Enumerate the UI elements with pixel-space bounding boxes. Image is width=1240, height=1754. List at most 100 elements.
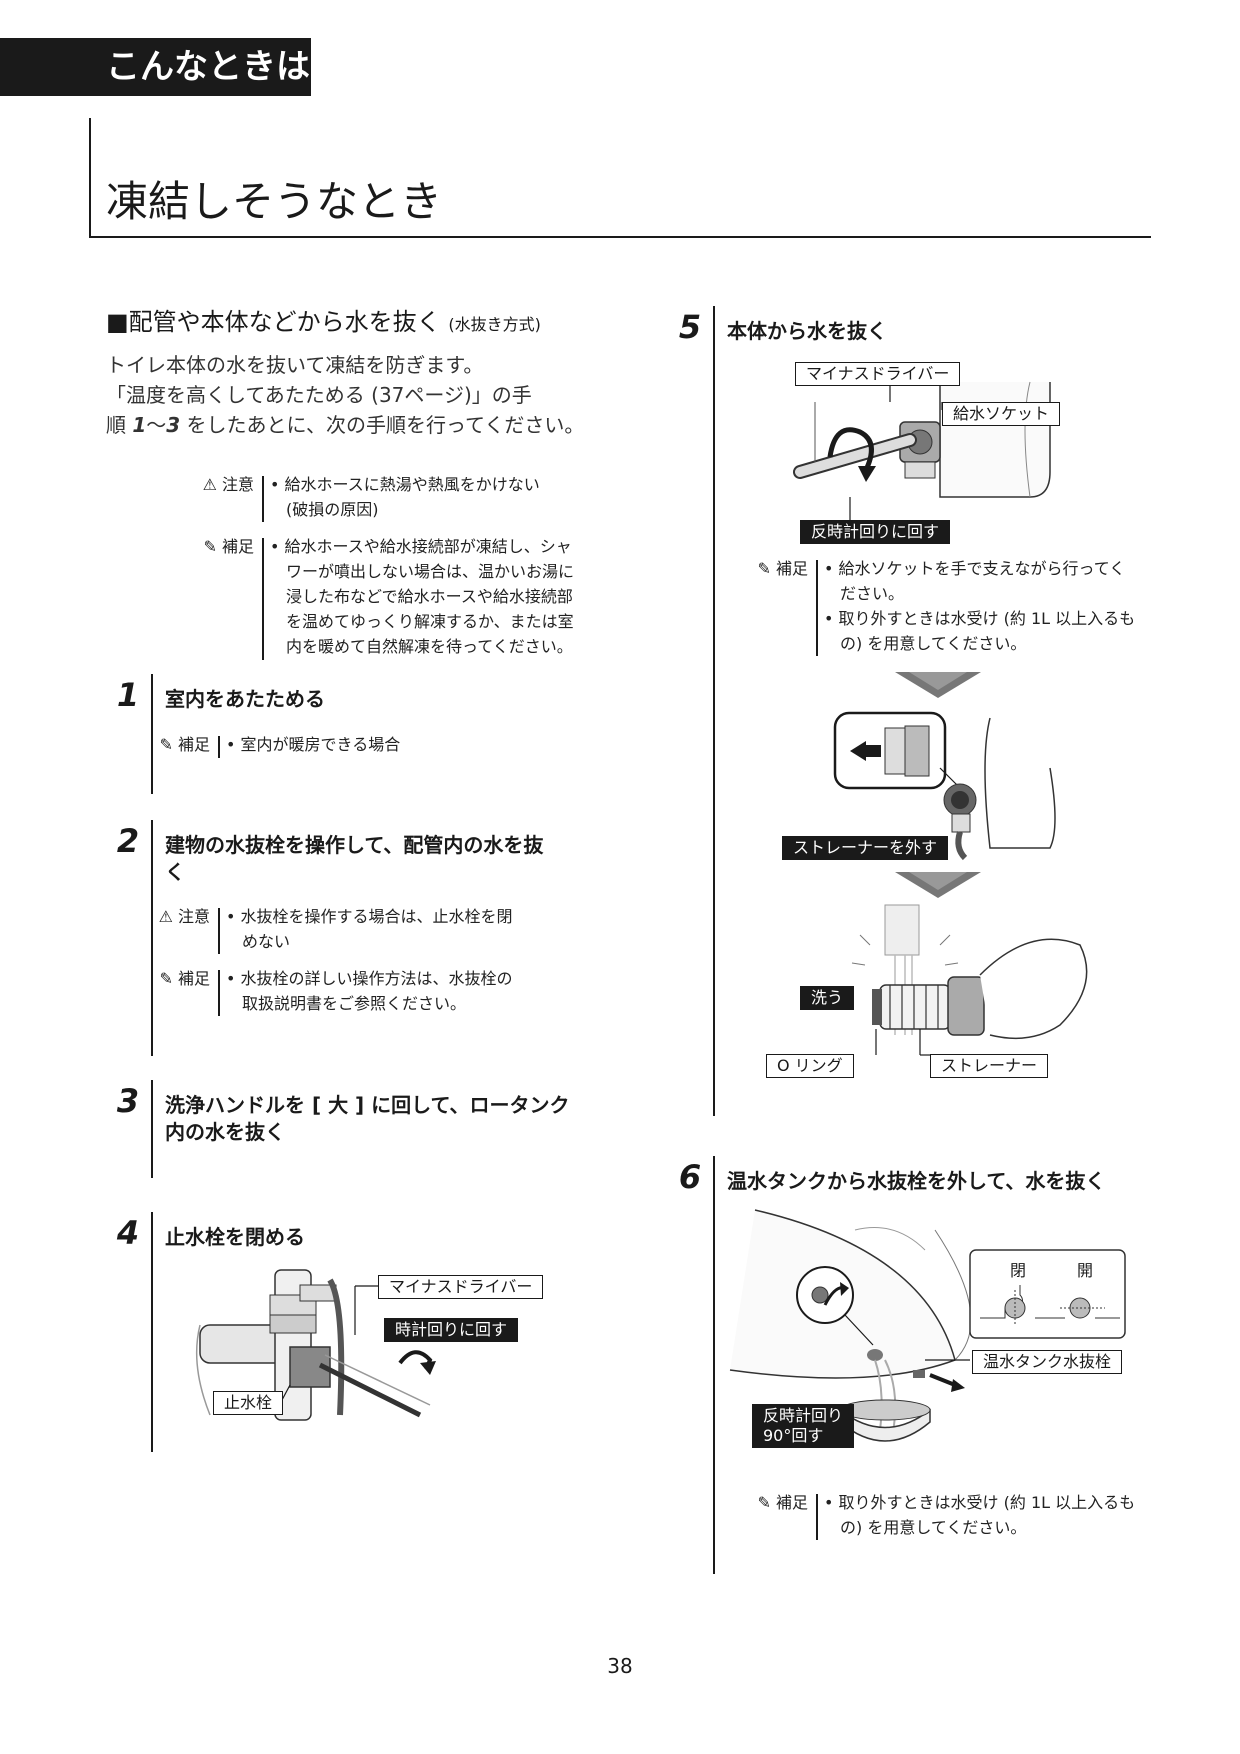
note-text: • 給水ホースに熱湯や熱風をかけない (破損の原因)	[270, 472, 540, 522]
note-line: 浸した布などで給水ホースや給水接続部	[270, 587, 573, 606]
callout-turn: 反時計回り 90°回す	[752, 1404, 855, 1448]
step-rule	[151, 674, 153, 794]
down-arrow-icon	[895, 672, 981, 698]
shutoff-valve-illustration	[195, 1269, 436, 1421]
note-line: ださい。	[824, 584, 905, 603]
supplement-label: ✎ 補足	[159, 969, 211, 988]
label-closed: 閉	[1010, 1261, 1027, 1280]
strainer-wash-illustration	[851, 904, 1088, 1056]
intro-line: 「温度を高くしてあたためる (37ページ)」の手	[106, 383, 532, 407]
step-title: 本体から水を抜く	[727, 319, 887, 343]
note-text: • 取り外すときは水受け (約 1L 以上入るも の) を用意してください。	[824, 1490, 1135, 1540]
note-text: • 水抜栓を操作する場合は、止水栓を閉 めない	[226, 904, 513, 954]
step-rule	[713, 1156, 715, 1574]
callout-driver: マイナスドライバー	[795, 362, 961, 386]
section-heading-sub: (水抜き方式)	[448, 315, 541, 334]
note-bar	[262, 476, 264, 522]
step-title-line: 内の水を抜く	[165, 1120, 285, 1144]
note-bar	[218, 736, 220, 758]
step-title: 洗浄ハンドルを [ 大 ] に回して、ロータンク 内の水を抜く	[165, 1092, 570, 1146]
note-line: • 給水ホースに熱湯や熱風をかけない	[270, 475, 540, 494]
section-tab: こんなときは	[0, 38, 311, 96]
callout-turn: 反時計回りに回す	[800, 520, 951, 544]
supplement-label: ✎ 補足	[159, 735, 211, 754]
strainer-socket-illustration	[833, 711, 1056, 861]
supplement-note: ✎ 補足 • 室内が暖房できる場合	[146, 732, 546, 762]
caution-note: ⚠ 注意 • 水抜栓を操作する場合は、止水栓を閉 めない	[146, 904, 566, 956]
callout-strainer-remove: ストレーナーを外す	[782, 836, 949, 860]
step-rule	[151, 1080, 153, 1178]
callout-wash: 洗う	[800, 986, 855, 1010]
title-rule-vertical	[89, 118, 91, 238]
intro-text: トイレ本体の水を抜いて凍結を防ぎます。 「温度を高くしてあたためる (37ページ…	[106, 350, 586, 440]
step-rule	[151, 820, 153, 1056]
callout-turn: 時計回りに回す	[384, 1318, 519, 1342]
caution-label: ⚠ 注意	[158, 907, 210, 926]
step-ref: 1	[132, 413, 147, 437]
supplement-note: ✎ 補足 • 給水ホースや給水接続部が凍結し、シャ ワーが噴出しない場合は、温か…	[190, 534, 590, 664]
callout-strainer: ストレーナー	[930, 1054, 1049, 1078]
note-bar	[816, 560, 818, 656]
step-title: 止水栓を閉める	[165, 1225, 305, 1249]
socket-removal-illustration	[793, 374, 1051, 520]
step-number: 4	[116, 1214, 140, 1252]
step-title: 建物の水抜栓を操作して、配管内の水を抜 く	[165, 832, 543, 886]
note-bar	[262, 538, 264, 660]
note-line: を温めてゆっくり解凍するか、または室	[270, 612, 574, 631]
caution-label: ⚠ 注意	[202, 475, 254, 494]
note-line: 取扱説明書をご参照ください。	[226, 994, 467, 1013]
note-line: • 給水ホースや給水接続部が凍結し、シャ	[270, 537, 572, 556]
section-heading-main: ■配管や本体などから水を抜く	[106, 308, 441, 336]
step-title-line: 洗浄ハンドルを [ 大 ] に回して、ロータンク	[165, 1093, 570, 1117]
caution-note: ⚠ 注意 • 給水ホースに熱湯や熱風をかけない (破損の原因)	[190, 472, 590, 524]
callout-line: 90°回す	[763, 1426, 824, 1445]
title-rule-horizontal	[89, 236, 1151, 238]
label-open: 開	[1077, 1261, 1094, 1280]
note-line: めない	[226, 932, 291, 951]
page-number: 38	[607, 1654, 633, 1678]
step-number: 6	[678, 1158, 702, 1196]
down-arrow-icon	[895, 872, 981, 898]
note-text: • 給水ホースや給水接続部が凍結し、シャ ワーが噴出しない場合は、温かいお湯に …	[270, 534, 574, 659]
step-number: 2	[116, 822, 140, 860]
intro-line: 順 1～3 をしたあとに、次の手順を行ってください。	[106, 410, 586, 440]
note-line: • 取り外すときは水受け (約 1L 以上入るも	[824, 1493, 1136, 1512]
step-rule	[713, 306, 715, 1116]
callout-oring: O リング	[766, 1054, 854, 1078]
note-line: の) を用意してください。	[824, 634, 1027, 653]
note-line: 内を暖めて自然解凍を待ってください。	[270, 637, 573, 656]
supplement-note: ✎ 補足 • 水抜栓の詳しい操作方法は、水抜栓の 取扱説明書をご参照ください。	[146, 966, 566, 1018]
supplement-note: ✎ 補足 • 取り外すときは水受け (約 1L 以上入るも の) を用意してくだ…	[744, 1490, 1164, 1542]
intro-text-part: 順	[106, 413, 133, 437]
note-line: • 水抜栓を操作する場合は、止水栓を閉	[226, 907, 513, 926]
note-bar	[816, 1494, 818, 1540]
step-rule	[151, 1212, 153, 1452]
note-line: の) を用意してください。	[824, 1518, 1027, 1537]
supplement-note: ✎ 補足 • 給水ソケットを手で支えながら行ってく ださい。 • 取り外すときは…	[744, 556, 1164, 658]
supplement-label: ✎ 補足	[757, 1493, 809, 1512]
step-title: 室内をあたためる	[165, 687, 325, 711]
page-title: 凍結しそうなとき	[106, 177, 443, 226]
intro-text-part: ～	[146, 413, 167, 437]
note-line: ワーが噴出しない場合は、温かいお湯に	[270, 562, 575, 581]
note-text: • 給水ソケットを手で支えながら行ってく ださい。 • 取り外すときは水受け (…	[824, 556, 1135, 656]
intro-line: トイレ本体の水を抜いて凍結を防ぎます。	[106, 353, 484, 377]
step-title-line: く	[165, 860, 185, 884]
callout-driver: マイナスドライバー	[378, 1275, 544, 1299]
section-heading: ■配管や本体などから水を抜く (水抜き方式)	[106, 302, 541, 337]
note-line: • 給水ソケットを手で支えながら行ってく	[824, 559, 1126, 578]
supplement-label: ✎ 補足	[203, 537, 255, 556]
note-line: • 取り外すときは水受け (約 1L 以上入るも	[824, 609, 1136, 628]
step-title-line: 建物の水抜栓を操作して、配管内の水を抜	[165, 833, 544, 857]
note-text: • 水抜栓の詳しい操作方法は、水抜栓の 取扱説明書をご参照ください。	[226, 966, 513, 1016]
step-number: 1	[116, 676, 140, 714]
step-ref: 3	[166, 413, 181, 437]
callout-socket: 給水ソケット	[942, 402, 1061, 426]
step-title: 温水タンクから水抜栓を外して、水を抜く	[727, 1169, 1106, 1193]
step-number: 5	[678, 308, 702, 346]
supplement-label: ✎ 補足	[757, 559, 809, 578]
callout-plug: 温水タンク水抜栓	[972, 1350, 1123, 1374]
note-line: (破損の原因)	[270, 500, 379, 519]
note-line: • 水抜栓の詳しい操作方法は、水抜栓の	[226, 969, 513, 988]
callout-line: 反時計回り	[763, 1406, 844, 1425]
